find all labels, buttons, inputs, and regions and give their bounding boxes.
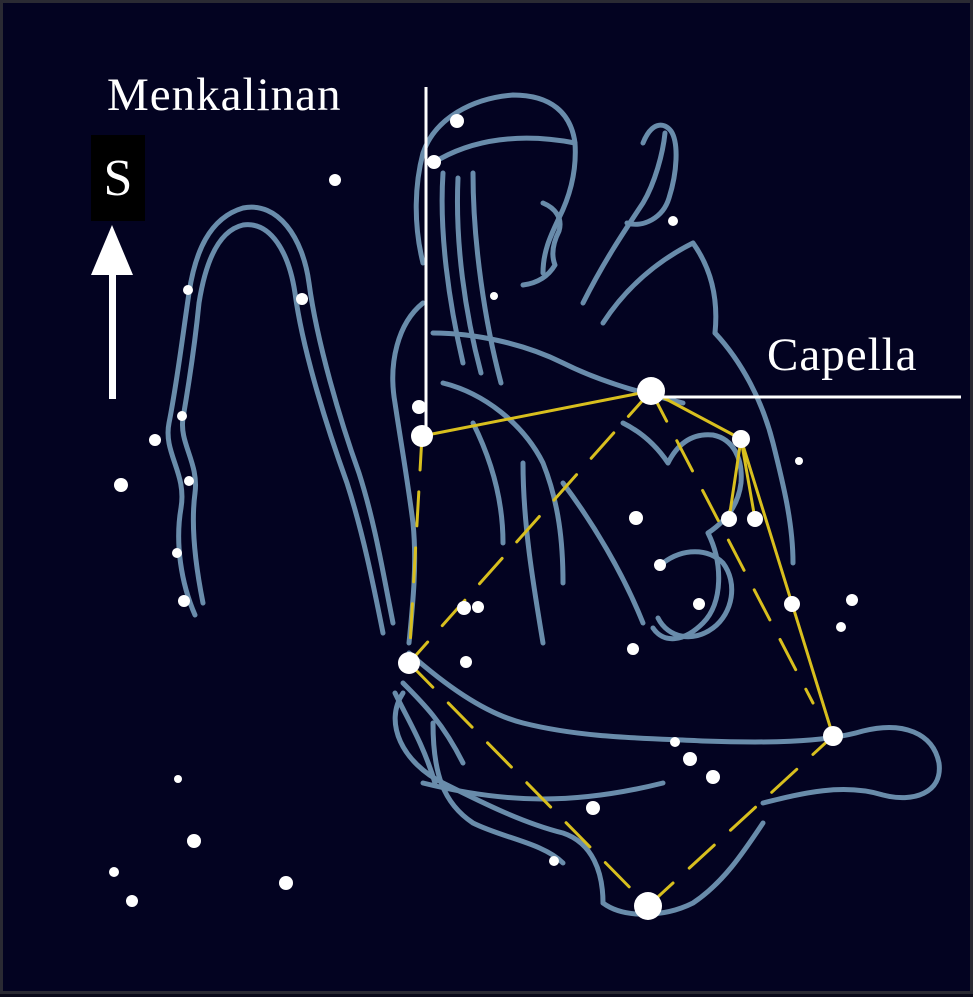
- hat-brim: [433, 138, 575, 163]
- star: [693, 598, 705, 610]
- torso-left: [393, 303, 423, 643]
- up-arrow-icon: [91, 225, 133, 399]
- line-menkalinan-theta: [409, 436, 422, 663]
- figure-outline: [168, 95, 939, 914]
- constellation-lines: [409, 391, 833, 906]
- star: [184, 476, 194, 486]
- line-kids-lower: [741, 439, 833, 736]
- star: [706, 770, 720, 784]
- star: [126, 895, 138, 907]
- star: [472, 601, 484, 613]
- star: [114, 478, 128, 492]
- star: [172, 548, 182, 558]
- star: [795, 457, 803, 465]
- star-eta: [747, 511, 763, 527]
- star-capella: [637, 377, 665, 405]
- star-menkalinan: [411, 425, 433, 447]
- star-epsilon: [732, 430, 750, 448]
- star: [627, 643, 639, 655]
- raised-hand: [627, 125, 676, 224]
- star: [329, 174, 341, 186]
- star: [109, 867, 119, 877]
- star-zeta: [721, 511, 737, 527]
- star: [670, 737, 680, 747]
- hem-outline: [423, 783, 663, 799]
- star: [683, 752, 697, 766]
- star: [178, 595, 190, 607]
- capella-label: Capella: [767, 332, 918, 379]
- star-theta: [398, 652, 420, 674]
- star: [457, 601, 471, 615]
- line-capella-iota: [651, 391, 813, 703]
- star: [784, 596, 800, 612]
- star: [629, 511, 643, 525]
- star: [490, 292, 498, 300]
- lap-outline: [409, 653, 939, 803]
- star: [668, 216, 678, 226]
- stars: [109, 114, 858, 920]
- menkalinan-label: Menkalinan: [107, 72, 342, 119]
- star: [427, 155, 441, 169]
- whip-outline-inner: [182, 225, 383, 633]
- star: [296, 293, 308, 305]
- robe-fold: [523, 463, 543, 643]
- direction-letter: S: [91, 153, 145, 205]
- star: [549, 856, 559, 866]
- raised-arm-lower: [603, 243, 716, 333]
- star: [412, 400, 426, 414]
- star: [836, 622, 846, 632]
- robe-fold: [473, 423, 503, 543]
- star: [183, 285, 193, 295]
- star: [654, 559, 666, 571]
- star: [149, 434, 161, 446]
- star: [450, 114, 464, 128]
- star: [586, 801, 600, 815]
- star: [846, 594, 858, 606]
- robe-fold: [563, 483, 643, 623]
- line-elnath-iota: [648, 736, 833, 906]
- star: [187, 834, 201, 848]
- star-iota: [823, 726, 843, 746]
- star: [177, 411, 187, 421]
- star: [460, 656, 472, 668]
- direction-indicator: S: [91, 135, 145, 221]
- foot-outline: [603, 823, 763, 914]
- star: [279, 876, 293, 890]
- star-elnath: [634, 892, 662, 920]
- line-capella-menkalinan: [422, 391, 651, 436]
- constellation-map: [3, 3, 973, 997]
- whip-outline: [168, 207, 393, 623]
- kid-outline: [658, 552, 732, 637]
- goat-outline: [623, 423, 741, 639]
- star: [174, 775, 182, 783]
